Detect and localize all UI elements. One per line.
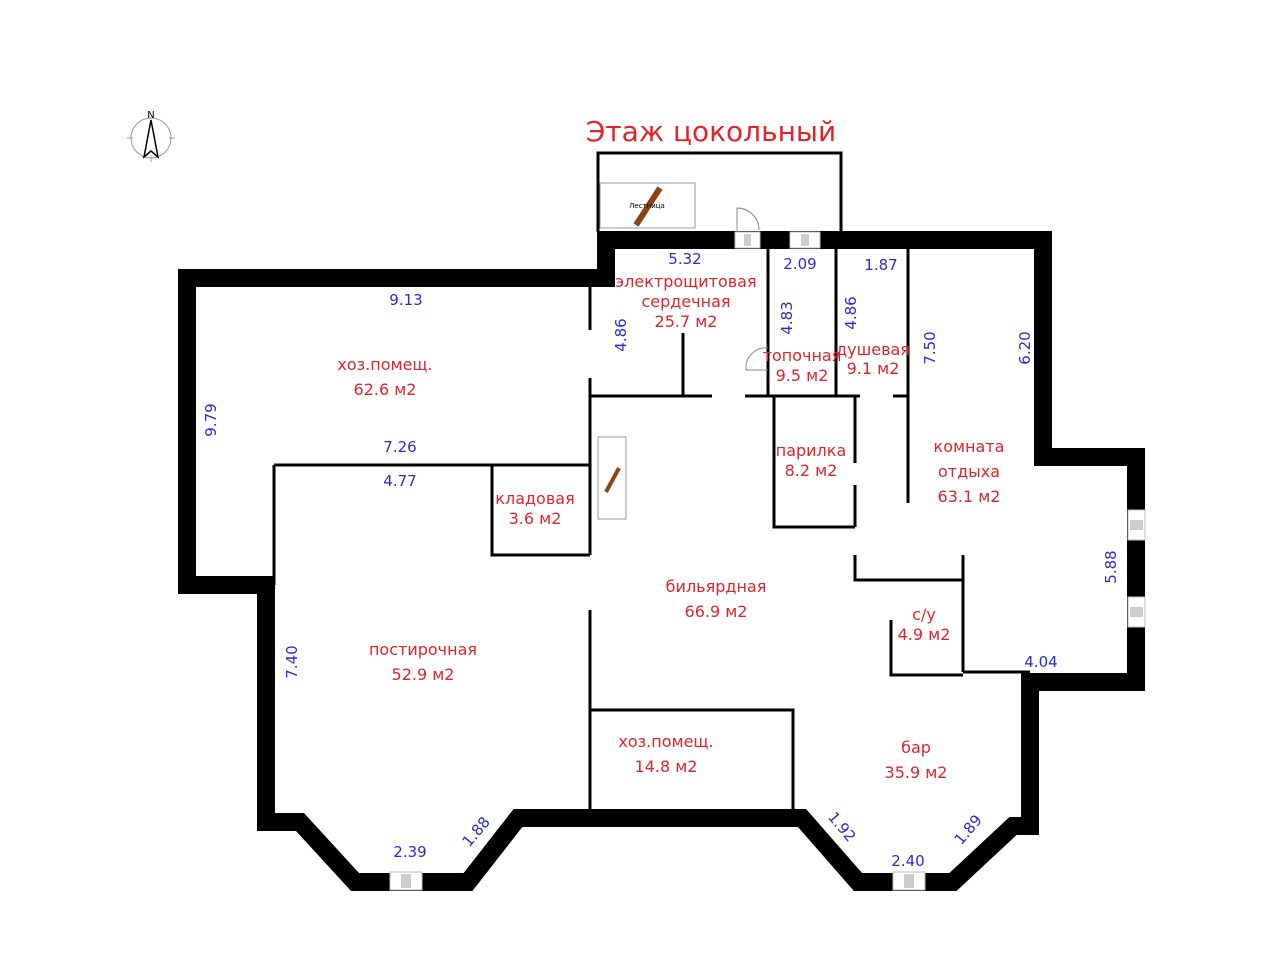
dimension: 4.04 bbox=[1024, 653, 1057, 671]
inner-walls bbox=[272, 248, 1030, 810]
dimension: 9.13 bbox=[389, 291, 422, 309]
room-area: 14.8 м2 bbox=[635, 757, 698, 776]
dimension: 7.40 bbox=[283, 645, 301, 678]
room-name: парилка bbox=[776, 441, 847, 460]
inner-staircase bbox=[597, 436, 627, 520]
room-area: 9.1 м2 bbox=[847, 359, 900, 378]
dimension: 4.86 bbox=[612, 318, 630, 351]
dimension: 2.09 bbox=[783, 255, 816, 273]
dimension: 7.26 bbox=[383, 438, 416, 456]
room-name: электрощитовая bbox=[615, 272, 756, 291]
room-area: 3.6 м2 bbox=[509, 509, 562, 528]
room-area: 35.9 м2 bbox=[885, 763, 948, 782]
dimension-labels: 5.32 2.09 1.87 9.13 4.86 4.83 4.86 7.50 … bbox=[202, 250, 1120, 870]
dimension: 2.40 bbox=[891, 852, 924, 870]
room-area: 8.2 м2 bbox=[785, 461, 838, 480]
room-name: отдыха bbox=[938, 462, 1000, 481]
room-area: 4.9 м2 bbox=[898, 625, 951, 644]
staircase: Лестница bbox=[599, 182, 696, 229]
north-compass-icon: N bbox=[127, 110, 175, 162]
room-area: 9.5 м2 bbox=[776, 366, 829, 385]
room-area: 25.7 м2 bbox=[655, 312, 718, 331]
door bbox=[736, 207, 760, 232]
windows bbox=[389, 231, 1146, 891]
outer-wall bbox=[178, 231, 1145, 891]
room-area: 62.6 м2 bbox=[354, 380, 417, 399]
room-name: сердечная bbox=[641, 292, 730, 311]
room-name: бильярдная bbox=[666, 577, 767, 596]
room-name: бар bbox=[901, 738, 931, 757]
room-name: комната bbox=[934, 437, 1005, 456]
dimension: 4.77 bbox=[383, 472, 416, 490]
room-name: хоз.помещ. bbox=[618, 732, 713, 751]
dimension: 6.20 bbox=[1016, 331, 1034, 364]
room-name: с/у bbox=[912, 605, 936, 624]
room-labels: хоз.помещ. 62.6 м2 электрощитовая сердеч… bbox=[337, 272, 1004, 782]
room-area: 63.1 м2 bbox=[938, 487, 1001, 506]
door bbox=[745, 347, 769, 371]
dimension: 2.39 bbox=[393, 843, 426, 861]
dimension: 5.32 bbox=[668, 250, 701, 268]
dimension: 4.83 bbox=[778, 301, 796, 334]
room-name: хоз.помещ. bbox=[337, 355, 432, 374]
room-name: топочная bbox=[763, 346, 842, 365]
room-area: 66.9 м2 bbox=[685, 602, 748, 621]
staircase-label: Лестница bbox=[629, 202, 665, 210]
annex-wall bbox=[596, 151, 843, 232]
dimension: 4.86 bbox=[842, 296, 860, 329]
dimension: 9.79 bbox=[202, 403, 220, 436]
room-name: кладовая bbox=[495, 489, 574, 508]
room-area: 52.9 м2 bbox=[392, 665, 455, 684]
dimension: 5.88 bbox=[1102, 550, 1120, 583]
dimension: 1.89 bbox=[951, 811, 986, 848]
room-name: душевая bbox=[836, 340, 910, 359]
room-name: постирочная bbox=[369, 640, 477, 659]
compass-label: N bbox=[147, 110, 154, 121]
plan-title: Этаж цокольный bbox=[586, 115, 836, 148]
dimension: 1.87 bbox=[864, 256, 897, 274]
dimension: 7.50 bbox=[921, 331, 939, 364]
